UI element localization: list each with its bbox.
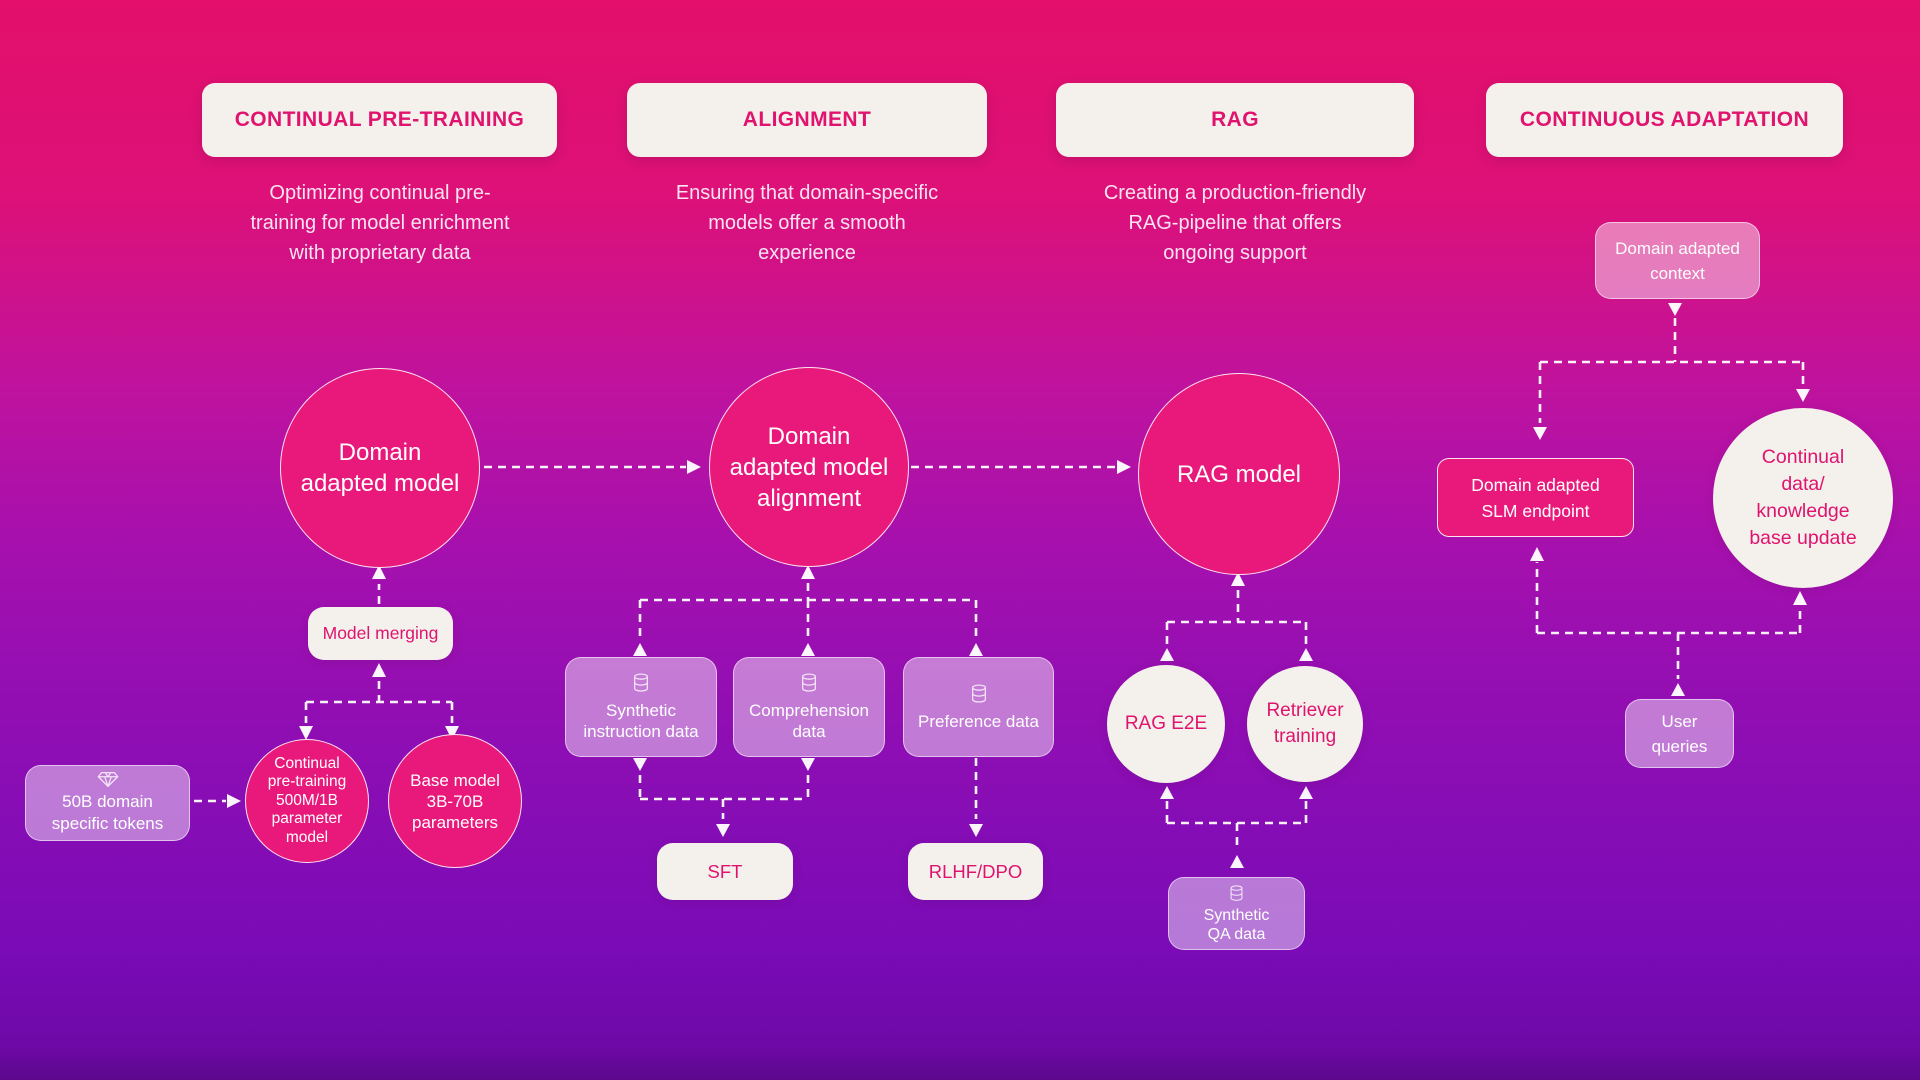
arrows-data-to-sft bbox=[633, 758, 815, 837]
diamond-icon bbox=[97, 771, 119, 788]
header-label: CONTINUOUS ADAPTATION bbox=[1519, 108, 1810, 131]
description-rag: Creating a production-friendly RAG-pipel… bbox=[1103, 182, 1367, 264]
node-domain-adapted-slm-endpoint: Domain adapted SLM endpoint bbox=[1437, 458, 1634, 537]
description-alignment: Ensuring that domain-specific models off… bbox=[675, 182, 939, 264]
node-synthetic-instruction-data: Synthetic instruction data bbox=[565, 657, 717, 757]
node-preference-data: Preference data bbox=[903, 657, 1054, 757]
arrow-model-to-alignment bbox=[484, 460, 701, 474]
header-label: ALIGNMENT bbox=[742, 108, 872, 131]
arrows-training-to-ragmodel bbox=[1160, 572, 1313, 661]
node-rlhf-dpo: RLHF/DPO bbox=[908, 843, 1043, 900]
node-rag-model: RAG model bbox=[1138, 373, 1340, 575]
node-domain-adapted-model-alignment: Domain adapted model alignment bbox=[709, 367, 909, 567]
database-icon bbox=[969, 683, 989, 705]
node-domain-adapted-model: Domain adapted model bbox=[280, 368, 480, 568]
arrows-data-to-alignment bbox=[633, 565, 983, 656]
node-base-model: Base model 3B-70B parameters bbox=[388, 734, 522, 868]
header-continual-pretraining: CONTINUAL PRE-TRAINING bbox=[202, 83, 557, 157]
node-synthetic-qa-data: Synthetic QA data bbox=[1168, 877, 1305, 950]
database-icon bbox=[631, 672, 651, 694]
header-continuous-adaptation: CONTINUOUS ADAPTATION bbox=[1486, 83, 1843, 157]
header-label: RAG bbox=[1211, 108, 1259, 131]
node-domain-adapted-context: Domain adapted context bbox=[1595, 222, 1760, 299]
node-continual-data-knowledge-base-update: Continual data/ knowledge base update bbox=[1713, 408, 1893, 588]
arrow-preference-to-rlhf bbox=[969, 758, 983, 837]
arrows-qa-to-training bbox=[1160, 786, 1313, 868]
node-50b-domain-tokens: 50B domain specific tokens bbox=[25, 765, 190, 841]
arrow-tokens-to-pretraining bbox=[194, 794, 241, 808]
arrows-merging-junction bbox=[299, 663, 459, 740]
node-user-queries: User queries bbox=[1625, 699, 1734, 768]
node-continual-pretraining-model: Continual pre-training 500M/1B parameter… bbox=[245, 739, 369, 863]
header-label: CONTINUAL PRE-TRAINING bbox=[234, 108, 525, 131]
node-comprehension-data: Comprehension data bbox=[733, 657, 885, 757]
database-icon bbox=[799, 672, 819, 694]
arrow-alignment-to-rag bbox=[911, 460, 1131, 474]
description-continual-pretraining: Optimizing continual pre- training for m… bbox=[250, 182, 510, 264]
arrow-merging-to-model bbox=[372, 565, 386, 604]
header-rag: RAG bbox=[1056, 83, 1414, 157]
node-retriever-training: Retriever training bbox=[1247, 666, 1363, 782]
database-icon bbox=[1228, 884, 1245, 903]
node-sft: SFT bbox=[657, 843, 793, 900]
node-model-merging: Model merging bbox=[308, 607, 453, 660]
node-rag-e2e: RAG E2E bbox=[1107, 665, 1225, 783]
header-alignment: ALIGNMENT bbox=[627, 83, 987, 157]
